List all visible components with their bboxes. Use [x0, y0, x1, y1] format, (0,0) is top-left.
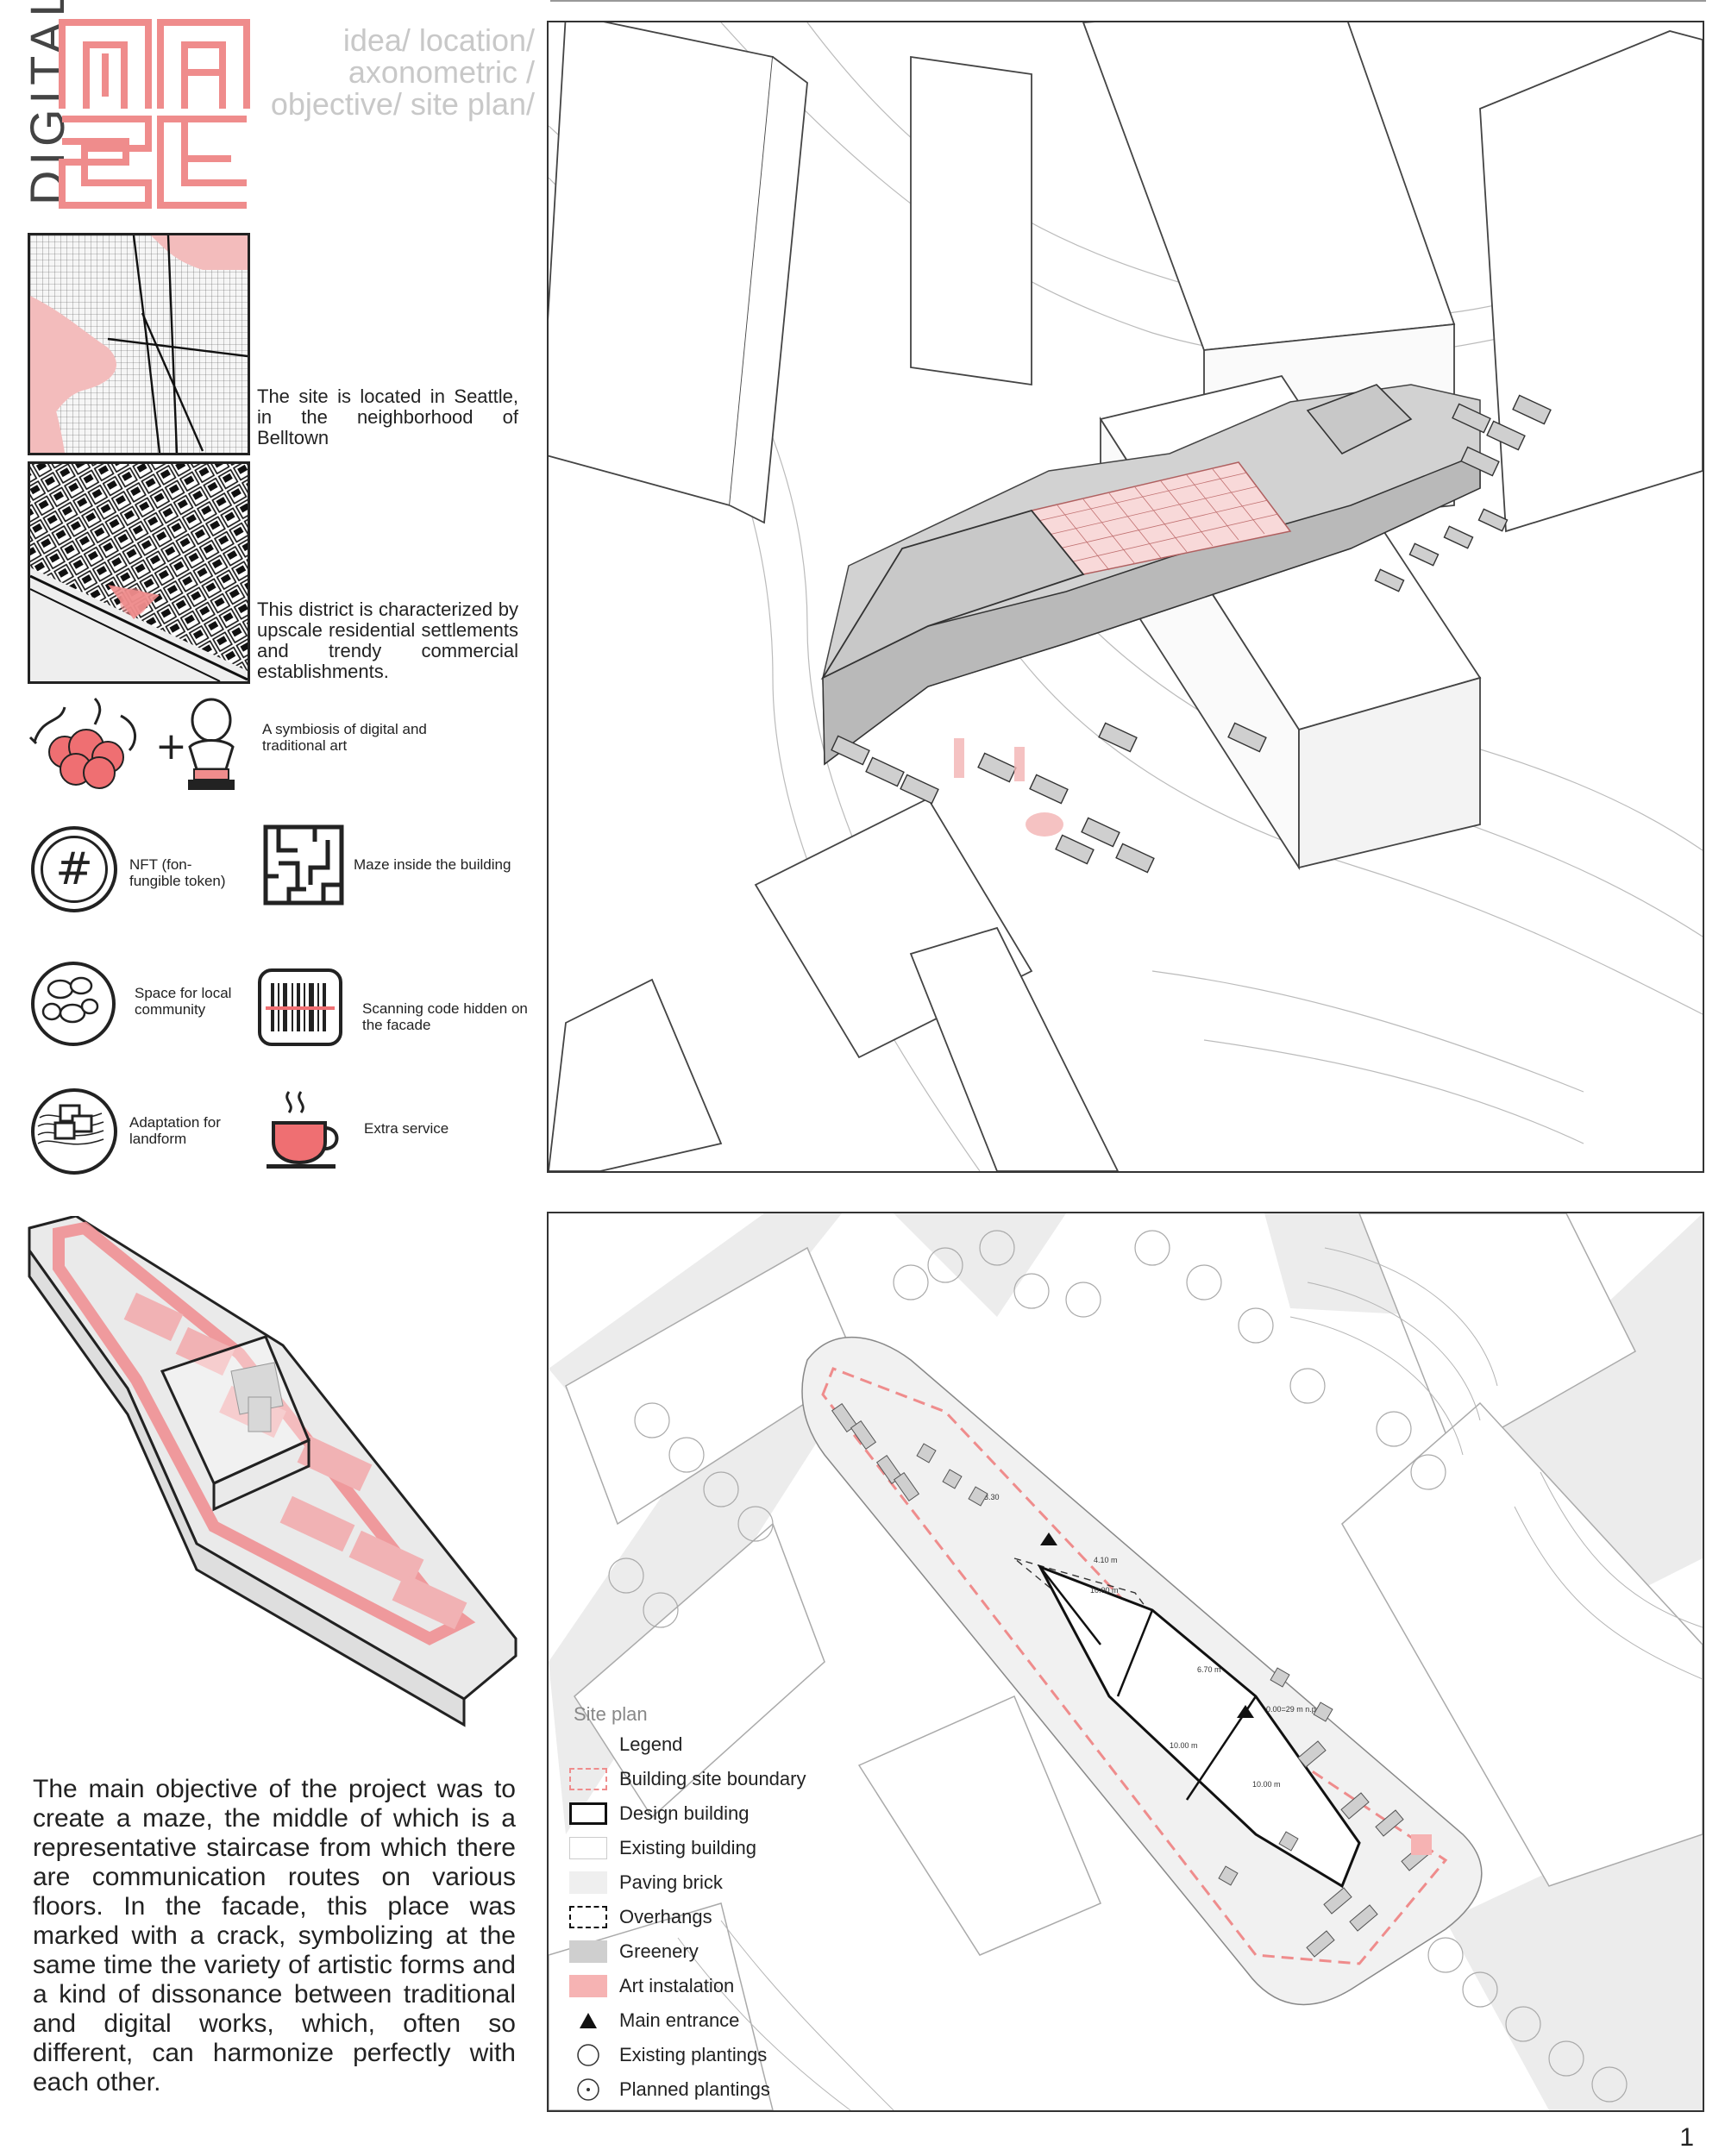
subtitle-line: idea/ location/	[342, 22, 535, 58]
concept-label: A symbiosis of digital and traditional a…	[262, 721, 427, 754]
city-map	[28, 233, 250, 455]
coffee-cup-icon	[267, 1091, 339, 1169]
legend-item: Planned plantings	[569, 2076, 770, 2103]
legend-title: Legend	[619, 1733, 683, 1755]
legend-item: Main entrance	[569, 2007, 739, 2034]
legend-label: Planned plantings	[619, 2078, 770, 2100]
subtitle-line: objective/ site plan/	[270, 86, 535, 122]
maze-icon	[263, 824, 344, 906]
nft-coin-icon: #	[31, 826, 117, 912]
legend-item: Design building	[569, 1800, 749, 1827]
top-rule	[550, 0, 1706, 2]
existing-tree-icon	[569, 2044, 607, 2066]
legend-item: Building site boundary	[569, 1765, 806, 1793]
sheet-subtitle: idea/ location/ axonometric / objective/…	[250, 24, 535, 120]
legend-label: Building site boundary	[619, 1768, 806, 1789]
dimension-label: 0.00=29 m n.p.m.	[1266, 1705, 1327, 1714]
legend-label: Paving brick	[619, 1871, 723, 1893]
maze-diagram	[28, 1216, 518, 1727]
art-swatch	[569, 1975, 607, 1997]
concept-label: Scanning code hidden on the facade	[362, 1000, 528, 1033]
district-text: This district is characterized by upscal…	[257, 599, 518, 682]
dimension-label: 10.00 m	[1252, 1780, 1281, 1789]
landform-icon	[31, 1088, 117, 1175]
district-map	[28, 461, 250, 684]
objective-text: The main objective of the project was to…	[33, 1775, 516, 2096]
location-text: The site is located in Seattle, in the n…	[257, 385, 518, 448]
concept-label: NFT (fon-fungible token)	[129, 856, 226, 889]
maze-logo-mark	[59, 19, 250, 209]
legend-label: Main entrance	[619, 2009, 740, 2031]
legend-item: Greenery	[569, 1938, 699, 1965]
overhang-swatch	[569, 1906, 607, 1928]
legend-label: Existing building	[619, 1837, 756, 1858]
axonometric-view	[547, 21, 1704, 1173]
concept-label: Adaptation for landform	[129, 1114, 221, 1147]
dimension-label: 4.10 m	[1094, 1556, 1118, 1564]
legend-item: Existing plantings	[569, 2041, 767, 2069]
existing-building-swatch	[569, 1837, 607, 1859]
concept-label: Maze inside the building	[354, 856, 511, 873]
site-plan: 3.30 4.10 m 10.00 m 6.70 m 0.00=29 m n.p…	[547, 1212, 1704, 2112]
main-entrance-icon	[569, 2009, 607, 2032]
legend-label: Overhangs	[619, 1906, 712, 1927]
concept-label: Space for local community	[135, 985, 232, 1018]
dimension-label: 10.00 m	[1170, 1741, 1198, 1750]
planned-tree-icon	[569, 2078, 607, 2101]
legend-heading: Legend	[569, 1731, 682, 1758]
legend-label: Existing plantings	[619, 2044, 768, 2065]
design-building-swatch	[569, 1802, 607, 1825]
greenery-swatch	[569, 1940, 607, 1963]
legend-item: Existing building	[569, 1834, 756, 1862]
legend-item: Art instalation	[569, 1972, 734, 2000]
legend-item: Paving brick	[569, 1869, 723, 1896]
concept-label: Extra service	[364, 1120, 449, 1137]
site-plan-title: Site plan	[574, 1703, 648, 1725]
legend-label: Design building	[619, 1802, 750, 1824]
barcode-icon	[258, 968, 342, 1046]
legend-item: Overhangs	[569, 1903, 712, 1931]
dimension-label: 10.00 m	[1090, 1586, 1119, 1595]
paving-swatch	[569, 1871, 607, 1894]
svg-text:+: +	[155, 724, 187, 768]
legend-spacer	[569, 1733, 607, 1756]
legend-label: Art instalation	[619, 1975, 735, 1996]
boundary-swatch	[569, 1768, 607, 1790]
art-symbiosis-icon: +	[28, 697, 235, 790]
subtitle-line: axonometric /	[348, 54, 535, 90]
dimension-label: 6.70 m	[1197, 1665, 1221, 1674]
dimension-label: 3.30	[984, 1493, 1000, 1501]
page-number: 1	[1679, 2123, 1694, 2152]
legend-label: Greenery	[619, 1940, 699, 1962]
community-icon	[31, 962, 116, 1046]
